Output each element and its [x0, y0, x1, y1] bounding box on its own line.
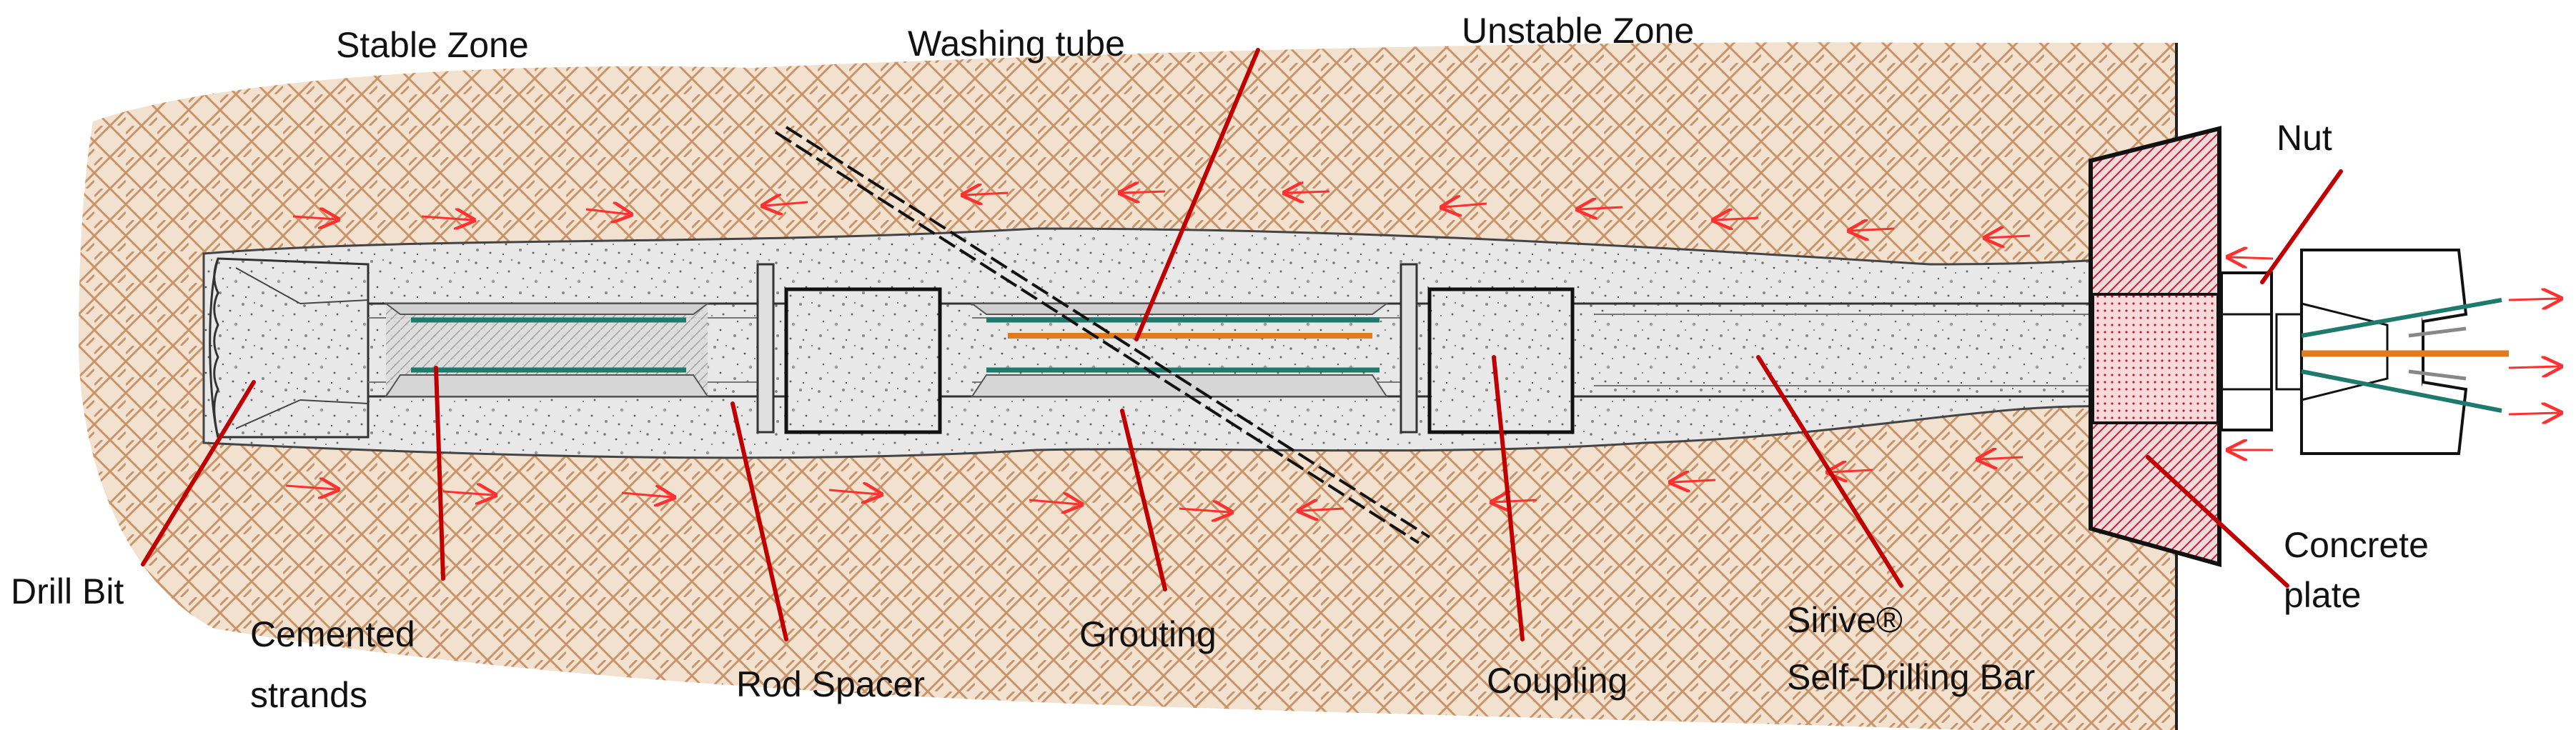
right-arrow-icon — [828, 490, 879, 494]
label-coupling: Coupling — [1487, 661, 1628, 701]
washing-tube-leader — [1134, 48, 1260, 341]
right-arrow-icon — [1851, 229, 1895, 231]
slip-surface — [774, 126, 1431, 544]
rod-spacer — [756, 263, 775, 434]
right-arrow-icon — [621, 493, 672, 497]
right-arrow-icon — [2508, 366, 2559, 368]
right-arrow-icon — [1029, 500, 1079, 504]
label-rod-spacer: Rod Spacer — [736, 664, 925, 704]
label-concrete-plate-line1: Concrete — [2284, 525, 2429, 565]
label-washing-tube: Washing tube — [908, 24, 1125, 64]
label-concrete-plate-line2: plate — [2284, 575, 2361, 615]
right-arrow-icon — [1830, 470, 1873, 472]
nut-and-anchor-head — [2220, 249, 2509, 455]
cemented-strands-section — [384, 303, 710, 397]
label-drill-bit: Drill Bit — [11, 571, 124, 611]
right-arrow-icon — [2230, 257, 2274, 259]
grouting-leader — [1120, 409, 1167, 591]
right-arrow-icon — [1301, 509, 1344, 511]
label-stable-zone: Stable Zone — [336, 25, 529, 65]
coupling — [784, 287, 942, 434]
right-arrow-icon — [1673, 480, 1716, 482]
label-self-drilling-bar-line2: Self-Drilling Bar — [1787, 657, 2035, 697]
right-arrow-icon — [585, 209, 629, 214]
drill-bit-leader — [141, 380, 256, 566]
right-arrow-icon — [1287, 191, 1330, 193]
cemented-strands-leader — [434, 366, 445, 581]
label-nut: Nut — [2277, 118, 2332, 158]
right-arrow-icon — [965, 193, 1009, 195]
label-grouting: Grouting — [1079, 614, 1217, 654]
rod-spacer-2 — [1400, 263, 1418, 434]
right-arrow-icon — [1494, 500, 1537, 502]
self-drilling-bar-leader — [1756, 355, 1903, 588]
right-arrow-icon — [421, 216, 472, 220]
coupling-leader — [1492, 355, 1525, 641]
right-arrow-icon — [1122, 191, 1166, 193]
right-arrow-icon — [1715, 218, 1759, 220]
force-arrows — [285, 191, 2559, 512]
right-arrow-icon — [1179, 509, 1229, 512]
right-arrow-icon — [765, 202, 808, 206]
label-cemented-strands-line1: Cemented — [250, 614, 415, 654]
concrete-plate-leader — [2146, 455, 2289, 588]
right-arrow-icon — [2508, 299, 2559, 300]
right-arrow-icon — [2508, 413, 2559, 414]
right-arrow-icon — [442, 491, 493, 495]
leader-lines — [141, 48, 2343, 641]
label-self-drilling-bar-line1: Sirive® — [1787, 600, 1903, 640]
right-arrow-icon — [1444, 204, 1487, 207]
label-cemented-strands-line2: strands — [250, 675, 367, 715]
right-arrow-icon — [1580, 207, 1623, 209]
rod-spacer-leader — [730, 401, 788, 641]
right-arrow-icon — [1980, 457, 2023, 459]
right-arrow-icon — [292, 216, 336, 219]
cemented-strands-section-2 — [970, 303, 1389, 397]
nut-leader — [2260, 169, 2343, 284]
concrete-plate — [2089, 126, 2221, 567]
label-unstable-zone: Unstable Zone — [1462, 11, 1694, 51]
drill-bit — [209, 257, 370, 439]
right-arrow-icon — [1987, 236, 2031, 238]
right-arrow-icon — [285, 486, 336, 489]
